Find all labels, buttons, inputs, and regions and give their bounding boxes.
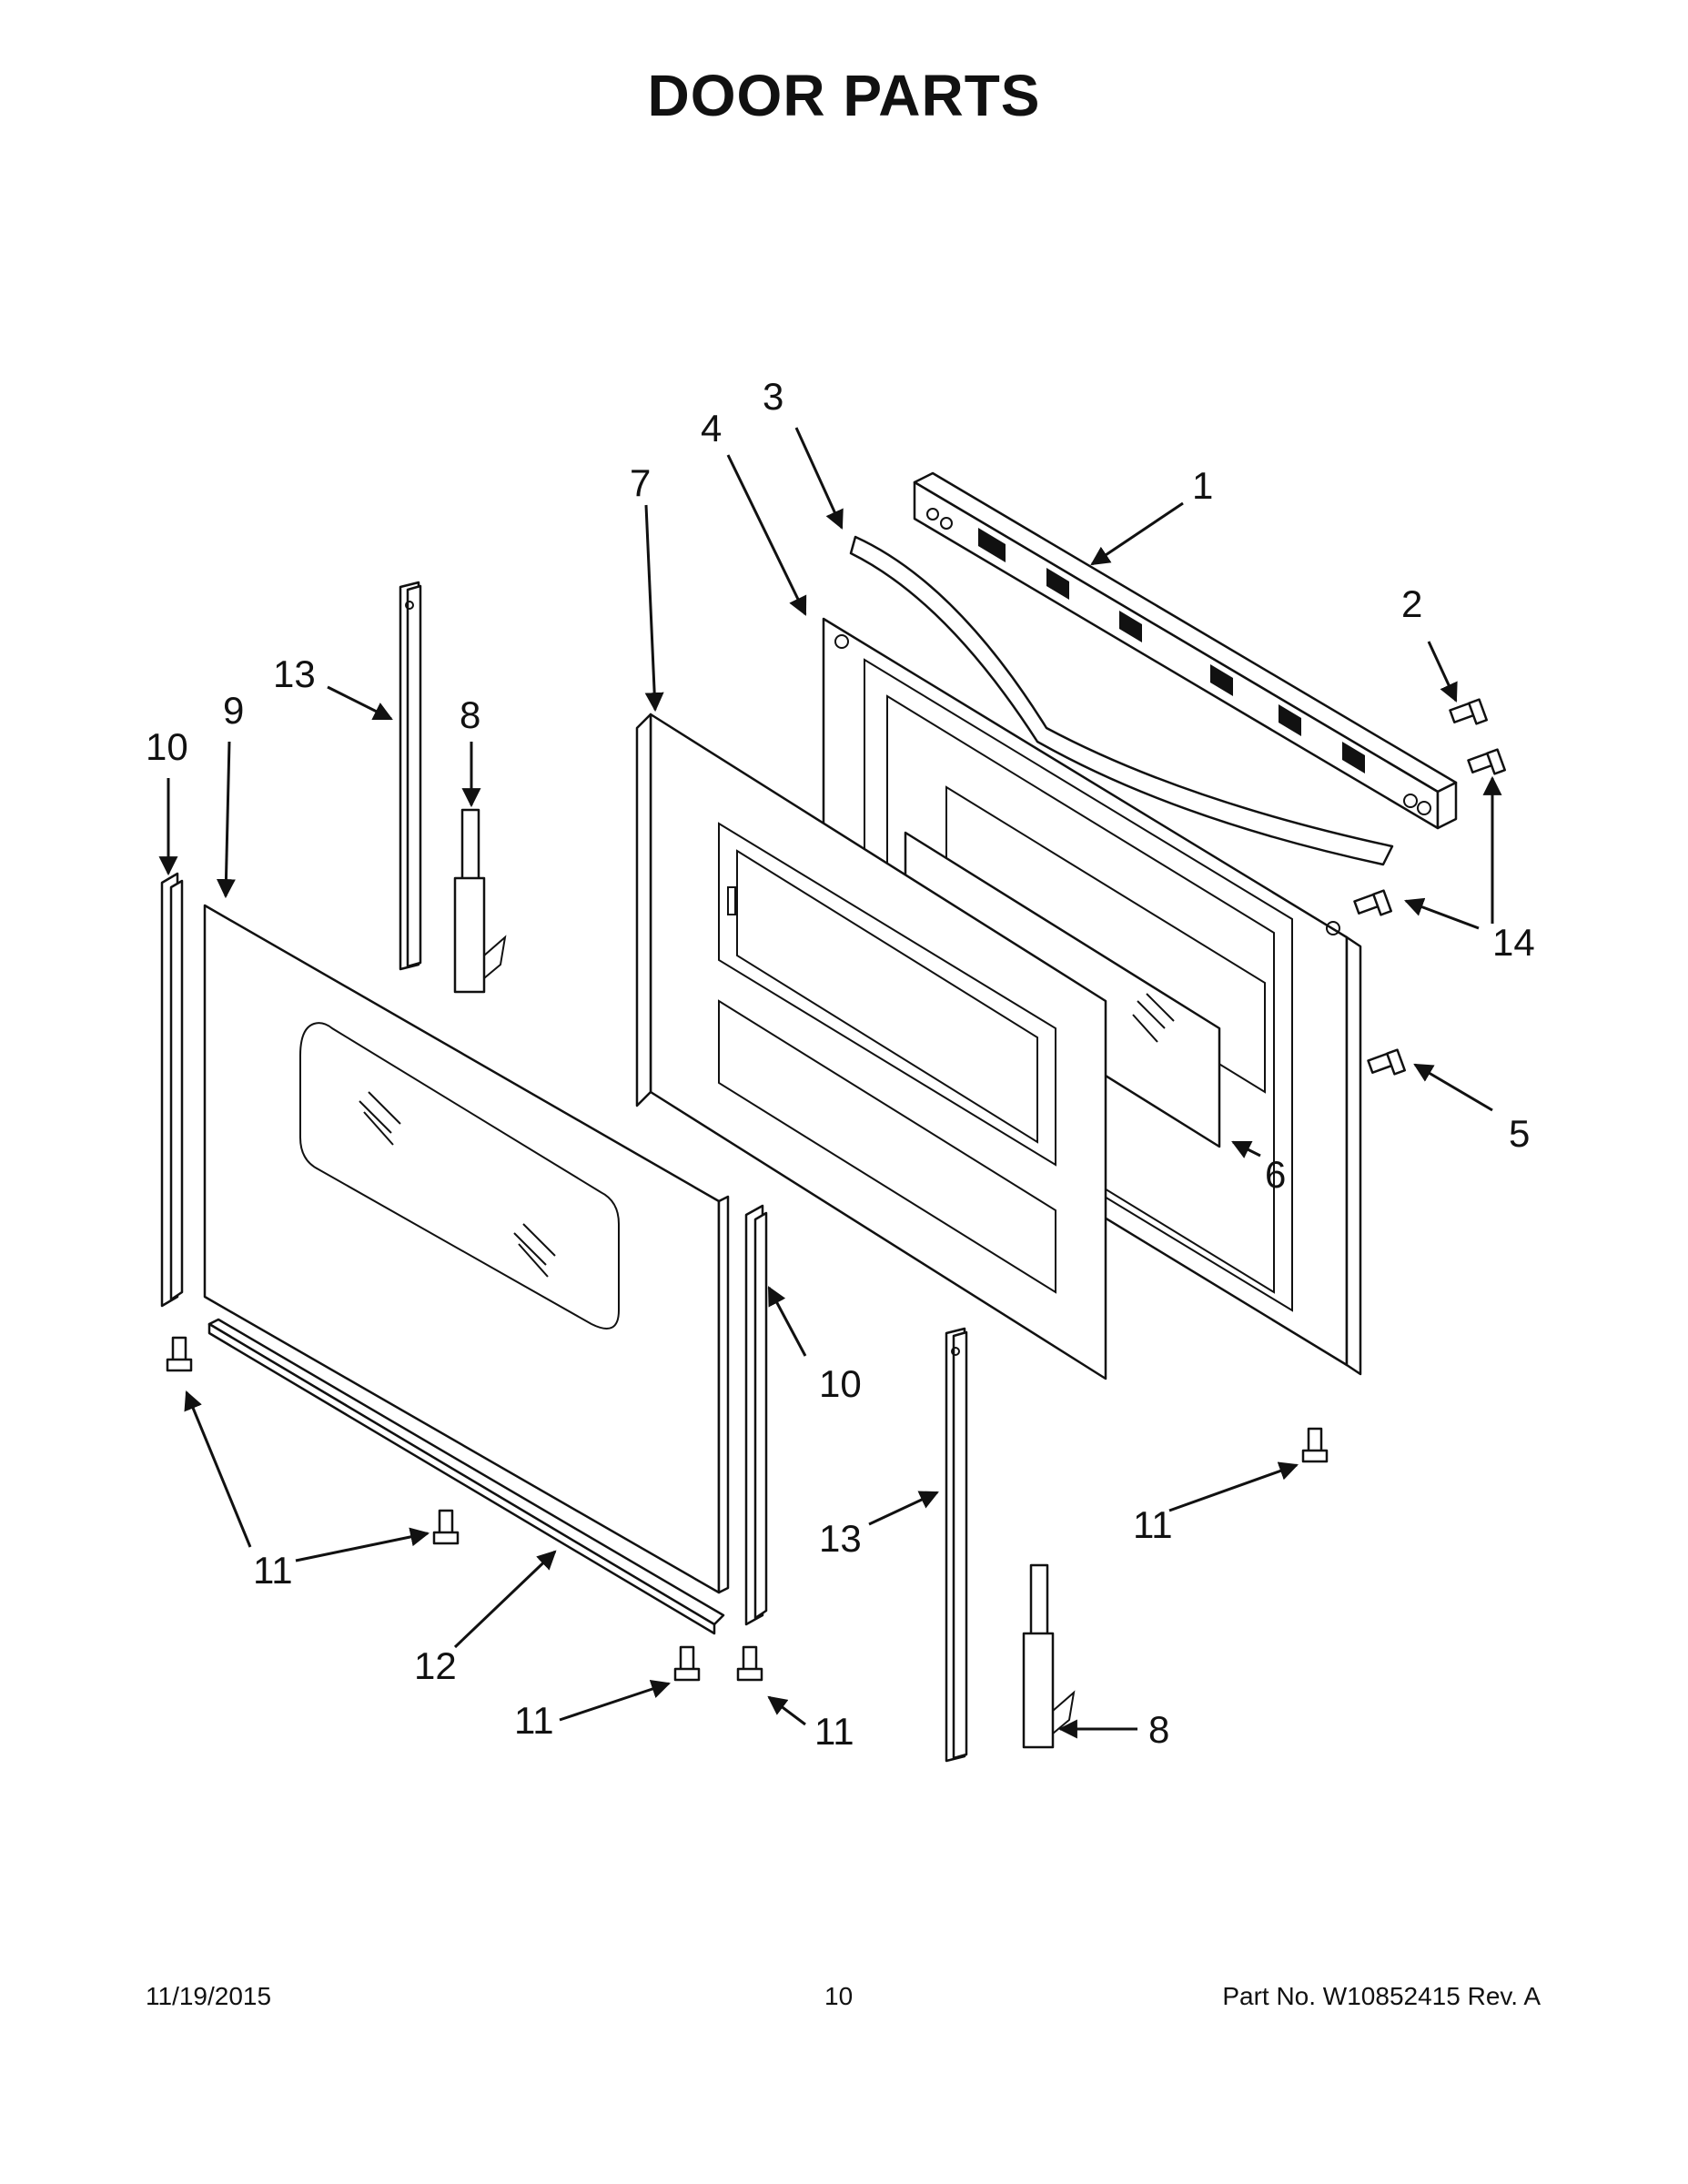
- callout-11-left: 11: [253, 1549, 293, 1592]
- outer-door-glass-part: [203, 904, 730, 1594]
- callout-5: 5: [1509, 1112, 1530, 1155]
- vent-panel-part: [913, 471, 1458, 830]
- screw-11-center-part: [673, 1645, 701, 1682]
- callout-3: 3: [763, 375, 783, 418]
- callout-6: 6: [1265, 1153, 1286, 1196]
- screw-11-left-part: [166, 1336, 193, 1372]
- handle-trim-part: [849, 535, 1394, 866]
- callout-13-bottom: 13: [819, 1517, 862, 1560]
- callout-8-top: 8: [460, 693, 480, 736]
- callout-11-trim: 11: [814, 1710, 854, 1753]
- hinge-bottom-part: [1022, 1563, 1076, 1749]
- callout-10-right: 10: [819, 1362, 862, 1405]
- screw-5-part: [1367, 1048, 1406, 1076]
- callout-8-bottom: 8: [1148, 1708, 1169, 1751]
- side-trim-right-part: [744, 1204, 768, 1626]
- footer-date: 11/19/2015: [146, 1982, 272, 2010]
- callout-4: 4: [701, 407, 722, 450]
- hinge-top-part: [453, 808, 507, 994]
- bottom-trim-part: [207, 1318, 725, 1635]
- callout-10-left: 10: [146, 725, 188, 768]
- screw-11-bottom-part: [432, 1509, 460, 1545]
- hinge-receiver-top-part: [399, 581, 422, 971]
- callout-12: 12: [414, 1644, 457, 1687]
- screw-14-b-part: [1353, 889, 1392, 916]
- screw-2-part: [1449, 698, 1488, 725]
- callout-13-top: 13: [273, 652, 316, 695]
- screw-11-right-part: [1301, 1427, 1329, 1463]
- leader-arrows: [158, 427, 1502, 1739]
- screw-14-a-part: [1467, 748, 1506, 775]
- callout-11-center: 11: [514, 1699, 554, 1742]
- screw-11-trim-part: [736, 1645, 763, 1682]
- page-title: DOOR PARTS: [647, 63, 1041, 128]
- callout-2: 2: [1401, 582, 1422, 625]
- hinge-receiver-bottom-part: [945, 1327, 968, 1763]
- footer-part-number: Part No. W10852415 Rev. A: [1222, 1982, 1541, 2010]
- footer-page-number: 10: [824, 1982, 854, 2010]
- callout-9: 9: [223, 689, 244, 732]
- side-trim-left-part: [160, 872, 184, 1308]
- callout-1: 1: [1192, 464, 1213, 507]
- callout-11-right: 11: [1133, 1503, 1173, 1546]
- callout-7: 7: [630, 461, 651, 504]
- door-liner-part: [635, 713, 1107, 1380]
- callout-14: 14: [1492, 921, 1535, 964]
